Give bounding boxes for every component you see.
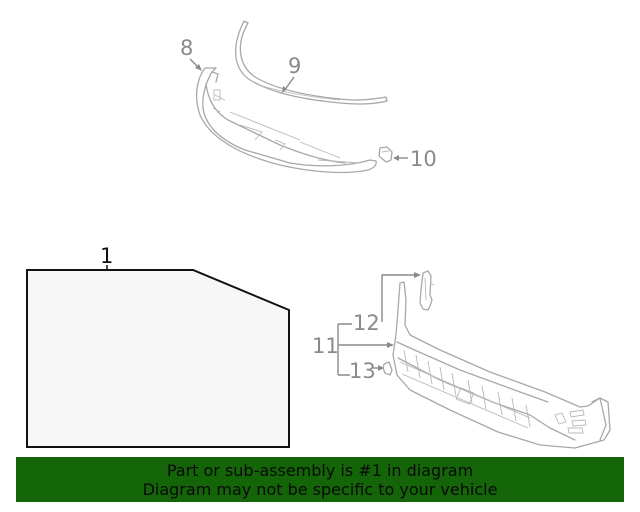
part-11-lower-valance[interactable] [392,281,611,449]
part-13-retainer-clip[interactable] [382,361,393,376]
callout-12: 12 [353,311,380,335]
part-8-air-deflector[interactable] [195,67,377,174]
callout-bracket-11 [337,272,421,376]
part-10-clip[interactable] [378,146,393,163]
arrow-head-icon [195,64,202,71]
callout-13: 13 [349,359,376,383]
callout-9: 9 [288,54,301,78]
arrow-head-icon [393,155,399,161]
callout-11: 11 [312,334,339,358]
arrow-head-icon [282,86,287,93]
banner-line-disclaimer: Diagram may not be specific to your vehi… [142,480,498,499]
banner-line-part-number: Part or sub-assembly is #1 in diagram [166,461,474,480]
part-1-assembly-box[interactable] [26,269,290,448]
part-12-side-bracket[interactable] [419,270,435,311]
callout-10: 10 [410,147,437,171]
callout-1: 1 [100,244,113,268]
info-banner: Part or sub-assembly is #1 in diagram Di… [16,457,624,502]
callout-8: 8 [180,36,193,60]
part-9-trim-strip[interactable] [234,20,388,105]
